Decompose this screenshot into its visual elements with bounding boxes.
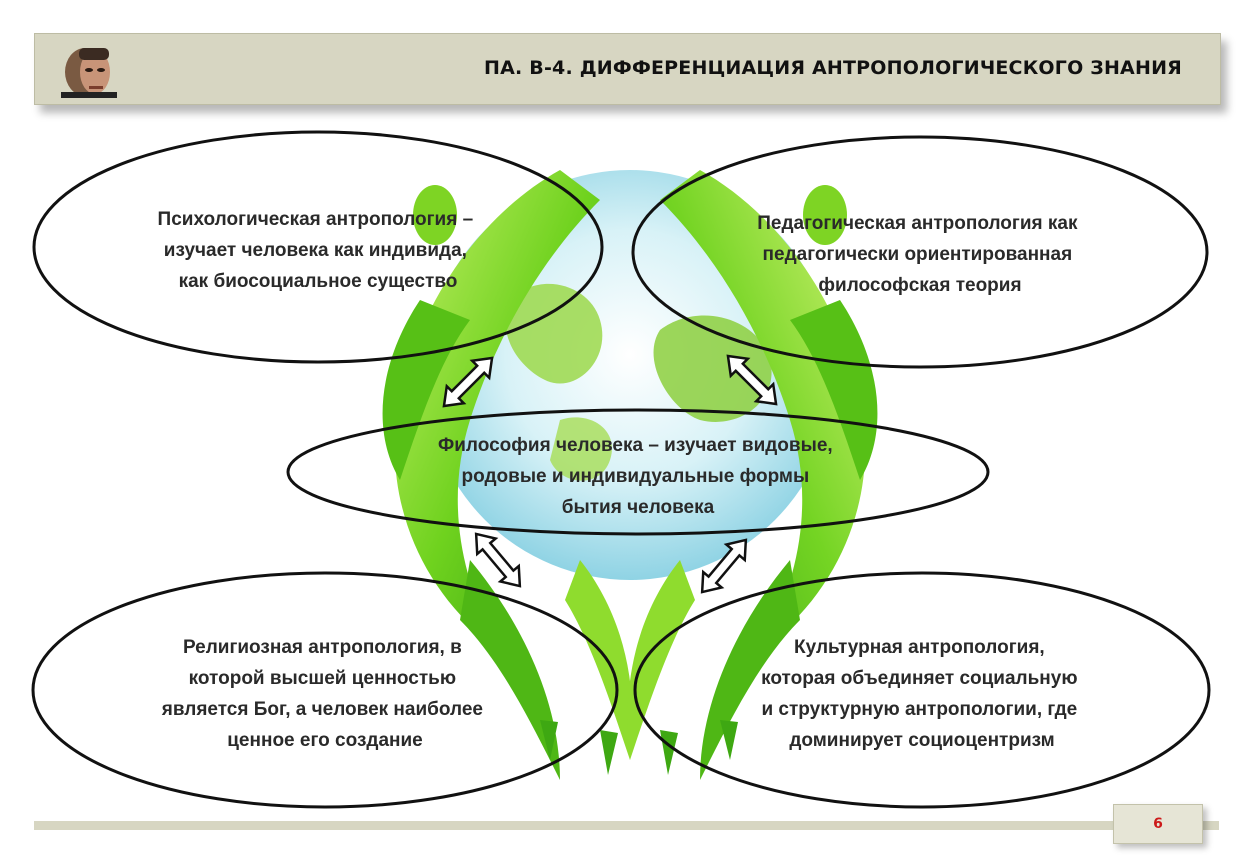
footer-bar: [34, 821, 1219, 830]
title-bar: ПА. В-4. ДИФФЕРЕНЦИАЦИЯ АНТРОПОЛОГИЧЕСКО…: [34, 33, 1221, 105]
node-cultural-text: Культурная антропология, которая объедин…: [761, 637, 1083, 751]
node-philosophy-ellipse: [286, 408, 990, 536]
node-cultural-ellipse: [633, 571, 1211, 809]
ape-human-face-icon: [61, 42, 117, 98]
double-arrow-icon: [700, 538, 748, 594]
page-number-badge: 6: [1113, 804, 1203, 844]
node-psychological-text: Психологическая антропология – изучает ч…: [158, 209, 479, 292]
double-arrow-icon: [442, 356, 494, 408]
node-pedagogical-ellipse: [631, 135, 1209, 369]
page-title: ПА. В-4. ДИФФЕРЕНЦИАЦИЯ АНТРОПОЛОГИЧЕСКО…: [484, 57, 1182, 79]
leaf-figures-illustration: [382, 170, 878, 780]
node-religious-ellipse: [31, 571, 619, 809]
page-number: 6: [1153, 816, 1163, 832]
double-arrow-icon: [474, 532, 522, 588]
node-philosophy-text: Философия человека – изучает видовые, ро…: [438, 435, 838, 518]
node-pedagogical-text: Педагогическая антропология как педагоги…: [757, 213, 1083, 296]
node-psychological-ellipse: [32, 130, 604, 364]
double-arrow-icon: [726, 354, 778, 406]
node-religious-text: Религиозная антропология, в которой высш…: [161, 637, 489, 751]
